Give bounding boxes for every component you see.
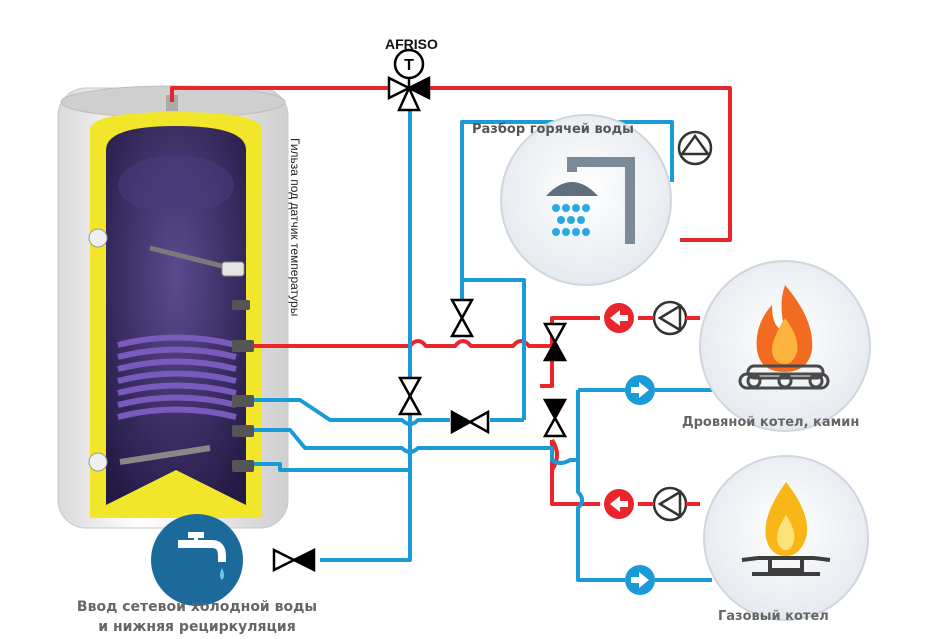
cold-water-input-line1: Ввод сетевой холодной воды [76, 599, 318, 615]
arrow-left-red-gas-icon [604, 489, 634, 519]
valve-wood-return [542, 398, 568, 438]
afriso-mixing-valve: T [387, 48, 431, 112]
cold-water-input-label: Ввод сетевой холодной воды и нижняя реци… [52, 597, 342, 637]
wood-fire-icon [699, 260, 871, 432]
top-hot-outlet [166, 95, 178, 111]
valve-cold-vertical [397, 376, 423, 416]
arrow-left-red-wood-icon [604, 303, 634, 333]
shower-icon [500, 114, 672, 286]
valve-wood-supply [542, 322, 568, 362]
afriso-label: AFRISO [385, 36, 438, 52]
arrow-right-blue-wood-icon [625, 375, 655, 405]
water-tap-icon [151, 514, 243, 606]
hot-water-draw-label: Разбор горячей воды [472, 122, 634, 137]
wood-boiler-label: Дровяной котел, камин [682, 415, 860, 430]
pump-gas-boiler-icon [652, 486, 688, 522]
valve-hot-draw [449, 298, 475, 338]
heating-element-rod [119, 445, 211, 465]
sensor-rod-upper [149, 245, 231, 271]
valve-cold-inlet [272, 547, 316, 573]
pump-hot-draw-icon [677, 130, 713, 166]
gas-flame-icon [703, 455, 869, 621]
pump-wood-boiler-icon [652, 300, 688, 336]
sensor-sleeve-label: Гильза под датчик температуры [288, 138, 302, 317]
arrow-right-blue-gas-icon [625, 565, 655, 595]
heat-exchanger-coil [117, 334, 237, 420]
svg-text:T: T [404, 57, 414, 74]
tank-fittings [88, 228, 254, 472]
cold-water-input-line2: и нижняя рециркуляция [98, 619, 296, 635]
storage-tank [57, 85, 289, 529]
valve-bypass-horizontal [450, 409, 490, 435]
hot-pipes [170, 86, 732, 506]
gas-boiler-label: Газовый котел [718, 609, 829, 624]
